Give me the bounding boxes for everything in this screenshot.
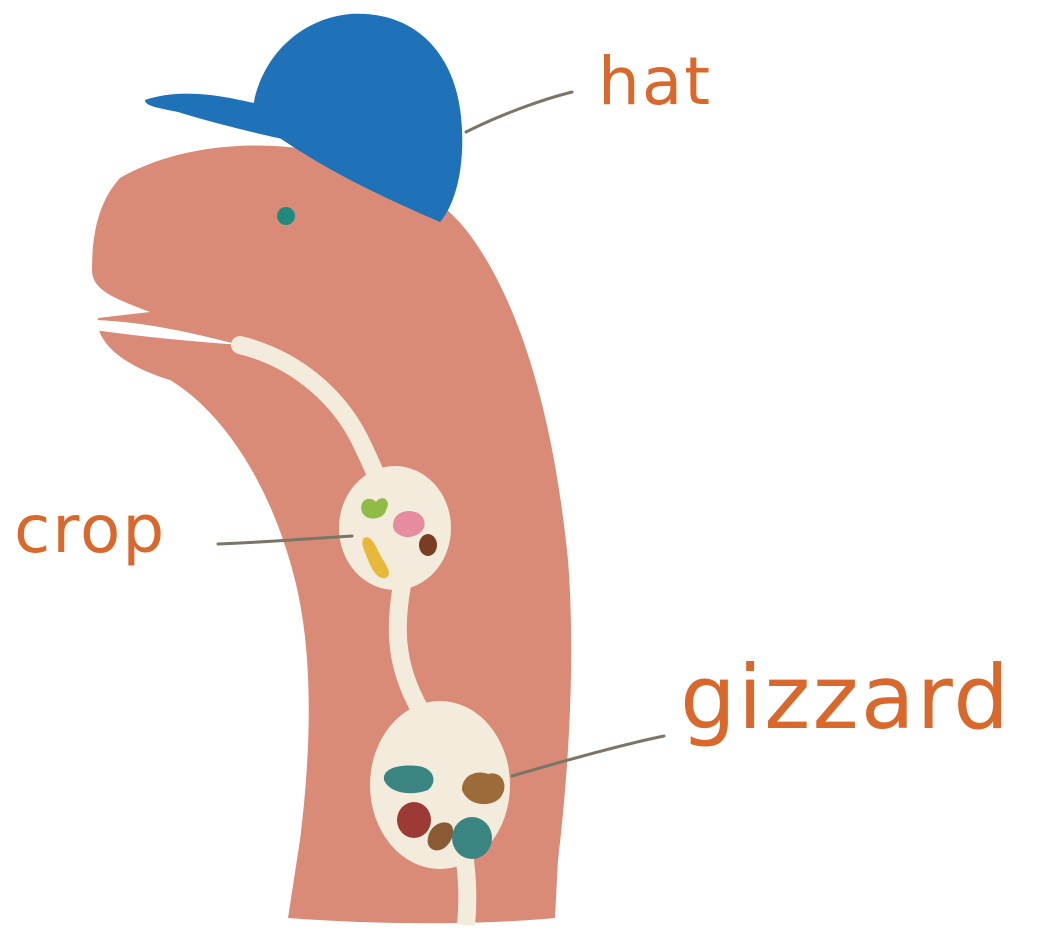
- crop-label: crop: [14, 491, 166, 568]
- teal-stone-lower: [452, 817, 492, 859]
- intestine-lower: [465, 860, 467, 925]
- hat-label: hat: [598, 43, 712, 120]
- brown-food-bit: [419, 534, 437, 556]
- hat-leader-line: [466, 92, 572, 132]
- eye: [277, 207, 295, 225]
- gizzard-label: gizzard: [680, 646, 1011, 749]
- dark-red-stone: [397, 802, 431, 838]
